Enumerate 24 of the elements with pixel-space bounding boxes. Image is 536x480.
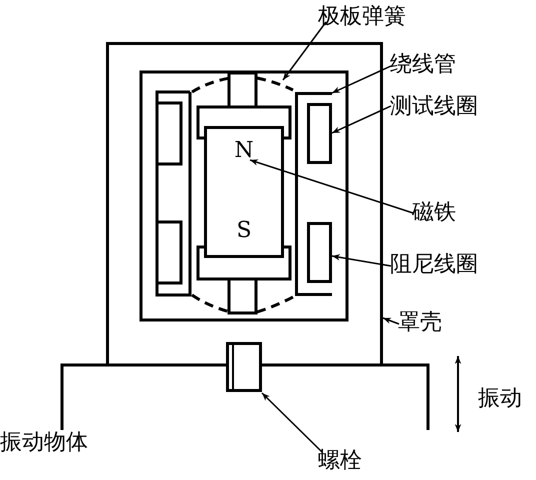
leader-line <box>332 254 392 267</box>
direction-label: 振动 <box>478 385 522 413</box>
leader-line <box>250 159 414 214</box>
callout-label: 罩壳 <box>398 308 450 338</box>
pole-label: N <box>233 139 255 163</box>
coil-block <box>307 103 332 164</box>
callout-label: 极板弹簧 <box>318 2 440 32</box>
callout-label: 螺栓 <box>318 446 368 478</box>
pole-label: S <box>235 219 253 243</box>
callout-label: 阻尼线圈 <box>390 250 532 282</box>
housing-frame <box>106 42 383 366</box>
callout-label: 绕线管 <box>390 50 485 82</box>
bolt-block <box>226 342 262 392</box>
coil-block <box>307 222 332 283</box>
magnet-block <box>204 126 284 258</box>
callout-label: 测试线圈 <box>390 92 532 124</box>
part-label: 振动物体 <box>0 429 88 457</box>
callout-label: 磁铁 <box>412 198 466 230</box>
leader-line <box>282 22 327 80</box>
leader-line <box>261 392 323 453</box>
leader-line <box>382 317 400 325</box>
leader-line <box>332 65 392 94</box>
leader-line <box>332 105 392 134</box>
bobbin-channel <box>295 92 332 296</box>
